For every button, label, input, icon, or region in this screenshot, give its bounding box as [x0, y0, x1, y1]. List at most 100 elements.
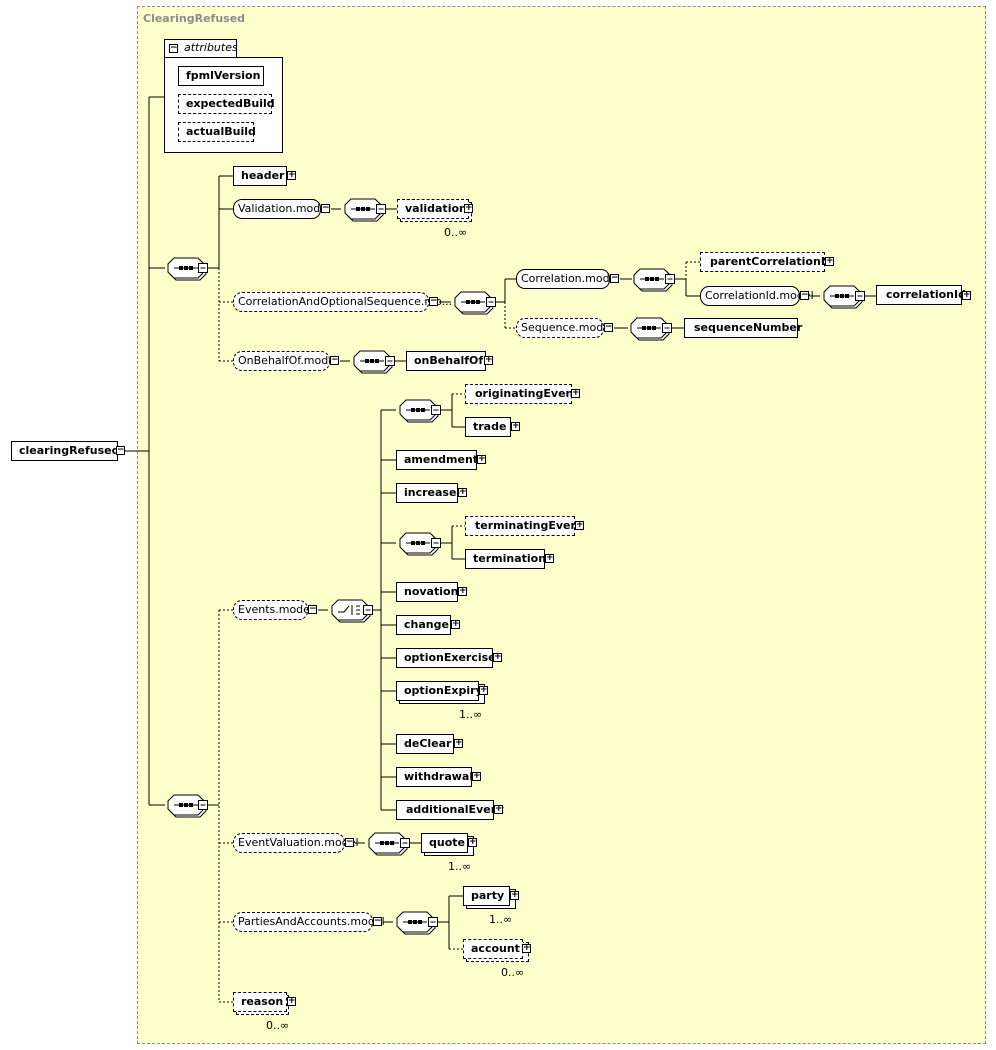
group-partiesAndAccounts-model[interactable]: PartiesAndAccounts.model [233, 912, 385, 932]
expand-icon[interactable]: + [287, 996, 296, 1006]
expand-icon[interactable]: + [464, 203, 473, 213]
sequence-dot-icon [179, 266, 183, 270]
frame-title: ClearingRefused [143, 12, 246, 25]
element-onBehalfOf[interactable]: onBehalfOf [406, 351, 486, 371]
element-party[interactable]: party [463, 886, 510, 906]
attribute-expectedBuild[interactable]: expectedBuild [178, 94, 275, 114]
expand-icon[interactable]: + [494, 804, 503, 814]
group-correlation-and-optional-sequence[interactable]: CorrelationAndOptionalSequence.mo... [233, 292, 452, 312]
collapse-icon[interactable]: − [604, 322, 613, 332]
expand-icon[interactable]: + [575, 520, 584, 530]
sequence-dot-icon [647, 326, 651, 330]
element-header[interactable]: header [233, 166, 287, 186]
element-originatingEvent[interactable]: originatingEvent [465, 384, 579, 404]
element-termination[interactable]: termination [465, 549, 546, 569]
sequence-dot-icon [184, 266, 188, 270]
element-amendment[interactable]: amendment [396, 450, 478, 470]
expand-icon[interactable]: + [472, 771, 481, 781]
sequence-dot-icon [476, 300, 480, 304]
collapse-icon[interactable]: − [116, 445, 125, 455]
collapse-icon[interactable]: − [800, 290, 809, 300]
element-account[interactable]: account [463, 939, 523, 959]
sequence-dot-icon [411, 408, 415, 412]
group-correlationId-model[interactable]: CorrelationId.model [700, 286, 814, 306]
sequence-dot-icon [411, 541, 415, 545]
expand-icon[interactable]: + [451, 619, 460, 629]
sequence-dot-icon [840, 294, 844, 298]
expand-icon[interactable]: + [287, 170, 296, 180]
attribute-actualBuild[interactable]: actualBuild [178, 122, 256, 142]
cardinality-label: 1..∞ [459, 708, 483, 721]
sequence-dot-icon [361, 207, 365, 211]
element-terminatingEvent[interactable]: terminatingEvent [465, 516, 584, 536]
element-quote[interactable]: quote [421, 833, 468, 853]
sequence-dot-icon [642, 326, 646, 330]
element-trade[interactable]: trade [465, 417, 511, 437]
expand-icon[interactable]: + [510, 890, 519, 900]
expand-icon[interactable]: + [825, 256, 834, 266]
expand-icon[interactable]: + [571, 388, 580, 398]
expand-icon[interactable]: + [454, 738, 463, 748]
group-eventValuation-model[interactable]: EventValuation.model [233, 833, 359, 853]
collapse-icon[interactable]: − [308, 604, 317, 614]
sequence-dot-icon [380, 841, 384, 845]
cardinality-label: 0..∞ [444, 226, 468, 239]
sequence-dot-icon [365, 359, 369, 363]
collapse-icon[interactable]: − [429, 296, 438, 306]
root-element-clearingRefused[interactable]: clearingRefused [11, 441, 120, 461]
group-events-model[interactable]: Events.model [233, 600, 313, 620]
element-change[interactable]: change [396, 615, 451, 635]
collapse-icon[interactable]: − [345, 837, 354, 847]
collapse-icon[interactable]: − [373, 916, 382, 926]
sequence-dot-icon [413, 920, 417, 924]
sequence-dot-icon [385, 841, 389, 845]
sequence-dot-icon [356, 207, 360, 211]
sequence-dot-icon [416, 541, 420, 545]
sequence-dot-icon [189, 266, 193, 270]
element-optionExercise[interactable]: optionExercise [396, 648, 496, 668]
cardinality-label: 0..∞ [501, 966, 525, 979]
element-additionalEvent[interactable]: additionalEvent [396, 800, 504, 820]
expand-icon[interactable]: + [522, 943, 531, 953]
element-correlationId[interactable]: correlationId [876, 285, 966, 305]
sequence-dot-icon [652, 326, 656, 330]
element-withdrawal[interactable]: withdrawal [396, 767, 473, 787]
expand-icon[interactable]: + [468, 837, 477, 847]
choice-compositor-icon[interactable] [331, 599, 369, 621]
element-optionExpiry[interactable]: optionExpiry [396, 681, 483, 701]
sequence-dot-icon [418, 920, 422, 924]
cardinality-label: 1..∞ [489, 913, 513, 926]
expand-icon[interactable]: + [545, 553, 554, 563]
expand-icon[interactable]: + [484, 355, 493, 365]
cardinality-label: 0..∞ [266, 1019, 290, 1032]
group-sequence-model[interactable]: Sequence.model [516, 318, 613, 338]
sequence-dot-icon [366, 207, 370, 211]
expand-icon[interactable]: + [458, 586, 467, 596]
expand-icon[interactable]: + [962, 290, 971, 300]
collapse-icon[interactable]: − [330, 355, 339, 365]
element-reason[interactable]: reason [233, 992, 287, 1012]
collapse-icon[interactable]: − [610, 273, 619, 283]
group-correlation-model[interactable]: Correlation.model [516, 269, 619, 289]
group-onBehalfOf-model[interactable]: OnBehalfOf.model [233, 351, 338, 371]
collapse-icon[interactable]: − [321, 203, 330, 213]
element-validation[interactable]: validation [397, 199, 469, 219]
attribute-fpmlVersion[interactable]: fpmlVersion [178, 66, 264, 86]
sequence-dot-icon [184, 803, 188, 807]
element-deClear[interactable]: deClear [396, 734, 454, 754]
element-sequenceNumber[interactable]: sequenceNumber [684, 318, 802, 338]
expand-icon[interactable]: + [479, 685, 488, 695]
sequence-dot-icon [645, 277, 649, 281]
element-novation[interactable]: novation [396, 582, 458, 602]
sequence-dot-icon [375, 359, 379, 363]
sequence-dot-icon [408, 920, 412, 924]
element-increase[interactable]: increase [396, 483, 458, 503]
group-validation-model[interactable]: Validation.model [233, 199, 330, 219]
attributes-collapse-icon[interactable]: − [169, 43, 178, 53]
expand-icon[interactable]: + [493, 652, 502, 662]
element-parentCorrelationId[interactable]: parentCorrelationId [700, 252, 833, 272]
expand-icon[interactable]: + [458, 487, 467, 497]
expand-icon[interactable]: + [511, 421, 520, 431]
expand-icon[interactable]: + [477, 454, 486, 464]
